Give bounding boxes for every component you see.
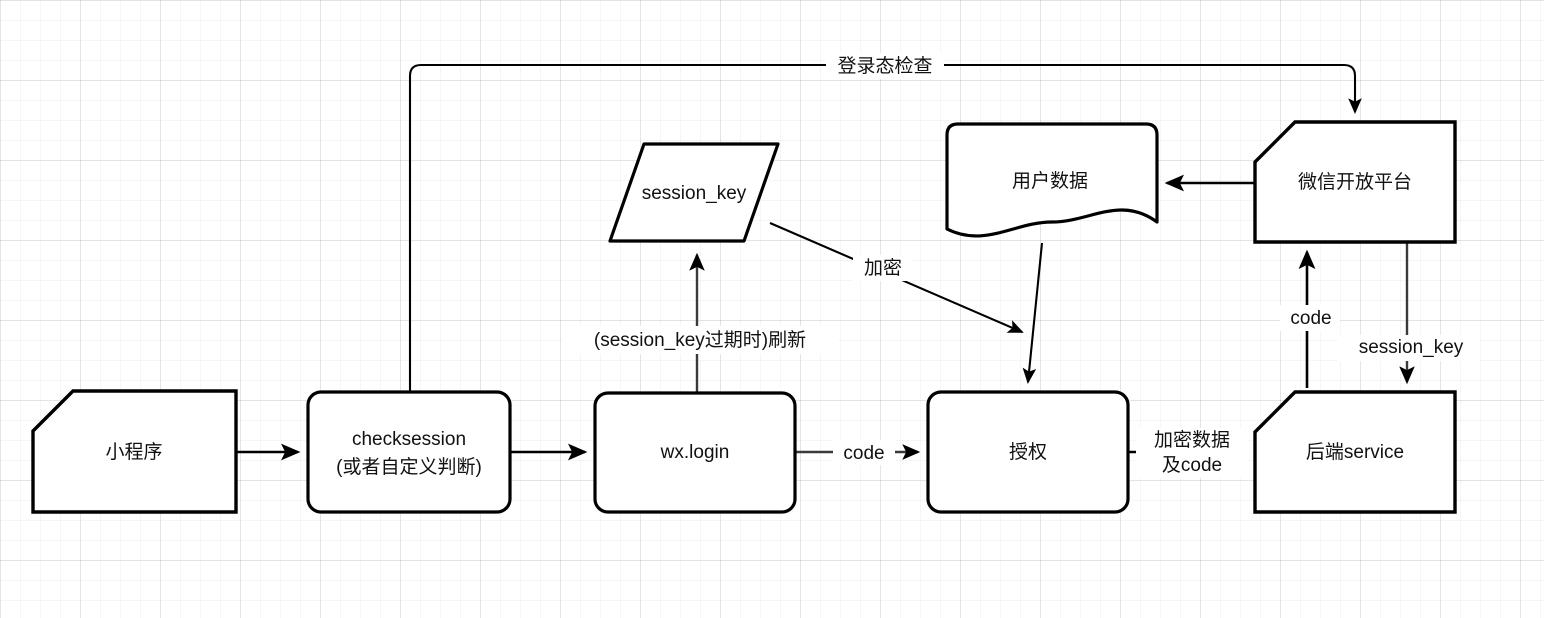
- node-label-wxlogin: wx.login: [660, 442, 730, 463]
- edge-backend-to-wxplatform: code: [1280, 249, 1340, 388]
- node-label-wxplatform: 微信开放平台: [1298, 171, 1412, 193]
- edge-wxlogin-to-authorize: code: [795, 440, 921, 465]
- edge-label-session-key: session_key: [1359, 337, 1464, 358]
- node-label-miniprogram: 小程序: [105, 441, 162, 463]
- edge-userdata-to-authorize: [1022, 242, 1044, 384]
- node-backend[interactable]: 后端service: [1253, 390, 1457, 514]
- edge-authorize-to-backend: 加密数据 及code: [1128, 428, 1248, 478]
- node-label-checksession-line1: checksession: [352, 429, 466, 450]
- node-authorize[interactable]: 授权: [926, 390, 1130, 514]
- node-label-backend: 后端service: [1306, 441, 1404, 463]
- node-checksession[interactable]: checksession (或者自定义判断): [306, 390, 512, 514]
- edge-wxlogin-to-sessionkey: (session_key过期时)刷新: [562, 252, 838, 393]
- node-wxplatform[interactable]: 微信开放平台: [1253, 120, 1457, 244]
- node-label-sessionkey: session_key: [642, 183, 747, 204]
- edge-label-code-backend: code: [1290, 308, 1331, 329]
- edge-label-encrypted-data-line1: 加密数据: [1154, 429, 1230, 451]
- edge-label-login-state-check: 登录态检查: [837, 55, 932, 77]
- edge-sessionkey-to-authorize: 加密: [769, 222, 1024, 333]
- edge-label-code-wxlogin: code: [843, 443, 884, 464]
- edge-checksession-to-wxplatform: 登录态检查: [408, 53, 1362, 392]
- node-label-userdata: 用户数据: [1012, 170, 1088, 192]
- node-wxlogin[interactable]: wx.login: [593, 391, 797, 514]
- edge-label-session-key-refresh: (session_key过期时)刷新: [594, 329, 806, 351]
- node-sessionkey[interactable]: session_key: [608, 142, 780, 243]
- node-userdata[interactable]: 用户数据: [945, 122, 1159, 238]
- edge-label-encrypt: 加密: [864, 257, 902, 279]
- node-label-checksession-line2: (或者自定义判断): [336, 456, 482, 478]
- node-miniprogram[interactable]: 小程序: [31, 389, 238, 514]
- edge-wxplatform-to-backend: session_key: [1338, 242, 1480, 385]
- edge-label-encrypted-data-line2: 及code: [1162, 455, 1222, 476]
- node-label-authorize: 授权: [1009, 441, 1047, 463]
